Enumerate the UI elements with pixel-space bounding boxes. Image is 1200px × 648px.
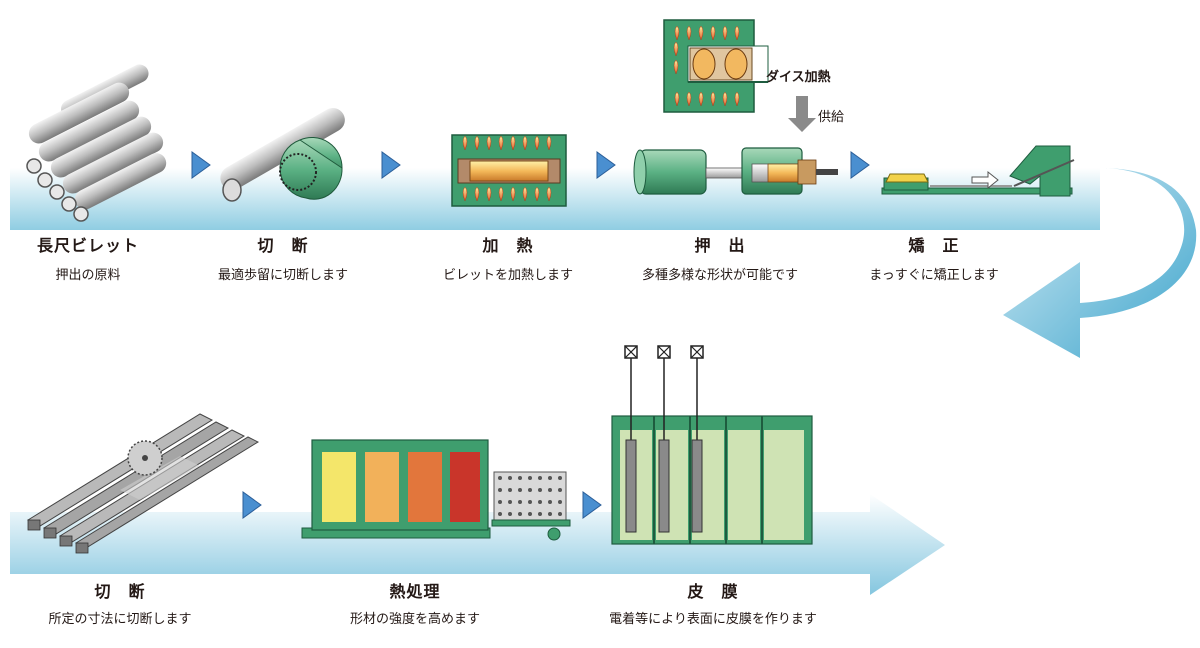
step-arrows — [191, 151, 870, 519]
electro-coating-tank-icon — [611, 345, 813, 545]
aging-oven-icon — [301, 439, 571, 541]
step-arrow-icon — [850, 151, 870, 179]
step-title-coating: 皮 膜 — [687, 582, 739, 601]
profile-cutting-saw-icon — [26, 413, 260, 554]
billet-furnace-icon — [451, 134, 567, 207]
step-desc-long-billet: 押出の原料 — [55, 268, 121, 283]
step-desc-coating: 電着等により表面に皮膜を作ります — [609, 612, 817, 627]
step-arrow-icon — [582, 491, 602, 519]
supply-label: 供給 — [818, 110, 845, 125]
step-title-heat-treatment: 熱処理 — [389, 582, 441, 601]
step-arrow-icon — [242, 491, 262, 519]
extrusion-press-icon — [633, 147, 838, 195]
step-arrow-icon — [596, 151, 616, 179]
die-heating-label: ダイス加熱 — [766, 70, 831, 85]
step-title-heating: 加 熱 — [482, 236, 534, 255]
die-heating-oven-icon — [663, 19, 769, 113]
long-billet-bundle-icon — [26, 64, 167, 222]
step-desc-cutting: 最適歩留に切断します — [217, 268, 348, 283]
step-title-profile-cutting: 切 断 — [94, 582, 146, 601]
step-desc-heating: ビレットを加熱します — [442, 268, 573, 283]
step-desc-profile-cutting: 所定の寸法に切断します — [48, 612, 192, 627]
supply-down-arrow-icon — [788, 96, 816, 132]
step-title-extrusion: 押 出 — [694, 236, 746, 255]
step-desc-heat-treatment: 形材の強度を高めます — [349, 612, 480, 627]
step-arrow-icon — [381, 151, 401, 179]
step-desc-straightening: まっすぐに矯正します — [869, 268, 999, 283]
step-arrow-icon — [191, 151, 211, 179]
step-title-long-billet: 長尺ビレット — [36, 236, 139, 255]
step-title-cutting: 切 断 — [257, 236, 309, 255]
stretcher-straightener-icon — [881, 145, 1075, 197]
step-title-straightening: 矯 正 — [908, 236, 960, 255]
billet-saw-icon — [220, 108, 345, 202]
u-turn-arrow — [1003, 168, 1197, 358]
step-desc-extrusion: 多種多様な形状が可能です — [641, 268, 798, 283]
